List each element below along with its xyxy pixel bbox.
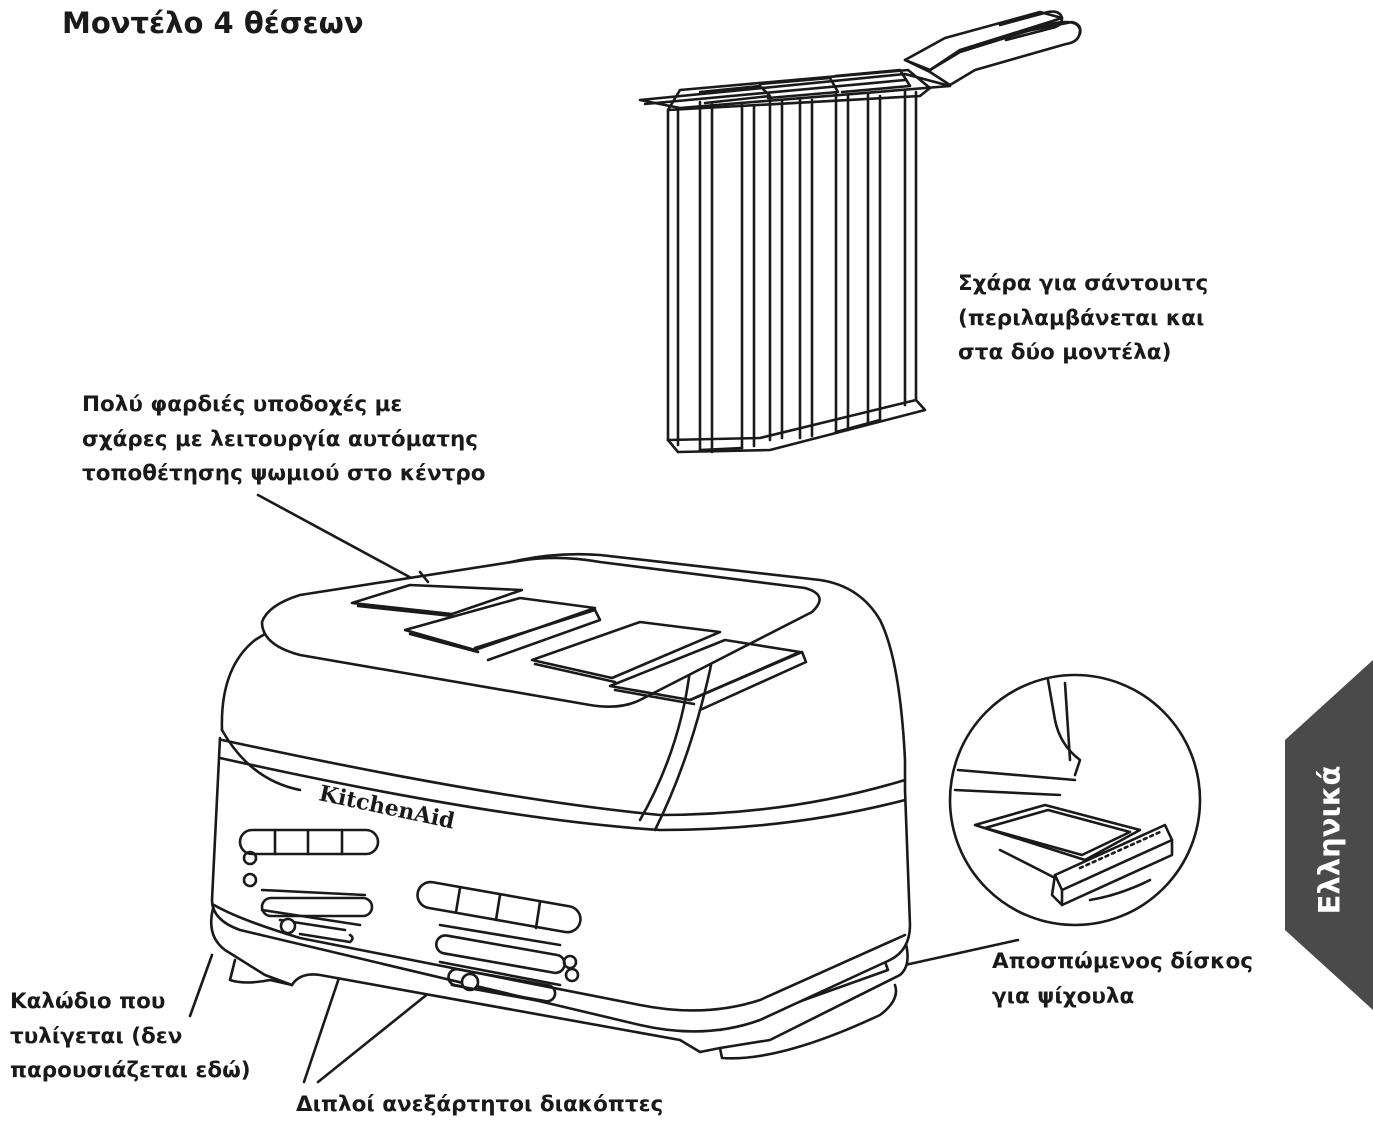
wide-slots-label: Πολύ φαρδιές υποδοχές με σχάρες με λειτο… [82,392,486,486]
cord-label: Καλώδιο που τυλίγεται (δεν παρουσιάζεται… [10,989,251,1083]
tray-leader-line [903,938,1020,967]
sandwich-rack-label: Σχάρα για σάντουιτς (περιλαμβάνεται και … [958,271,1209,365]
crumb-tray-label: Αποσπώμενος δίσκος για ψίχουλα [992,949,1253,1009]
crumb-tray-inset [948,673,1202,927]
language-tab-label: Ελληνικά [1312,765,1346,915]
page-title: Μοντέλο 4 θέσεων [62,6,364,40]
switch-leader-line-left [302,958,347,1084]
sandwich-rack-illustration [638,10,1082,454]
language-tab [1285,660,1373,1010]
cord-leader-line [188,953,214,1018]
toaster-illustration: KitchenAid [210,552,912,1060]
switches-label: Διπλοί ανεξάρτητοι διακόπτες [296,1092,664,1117]
